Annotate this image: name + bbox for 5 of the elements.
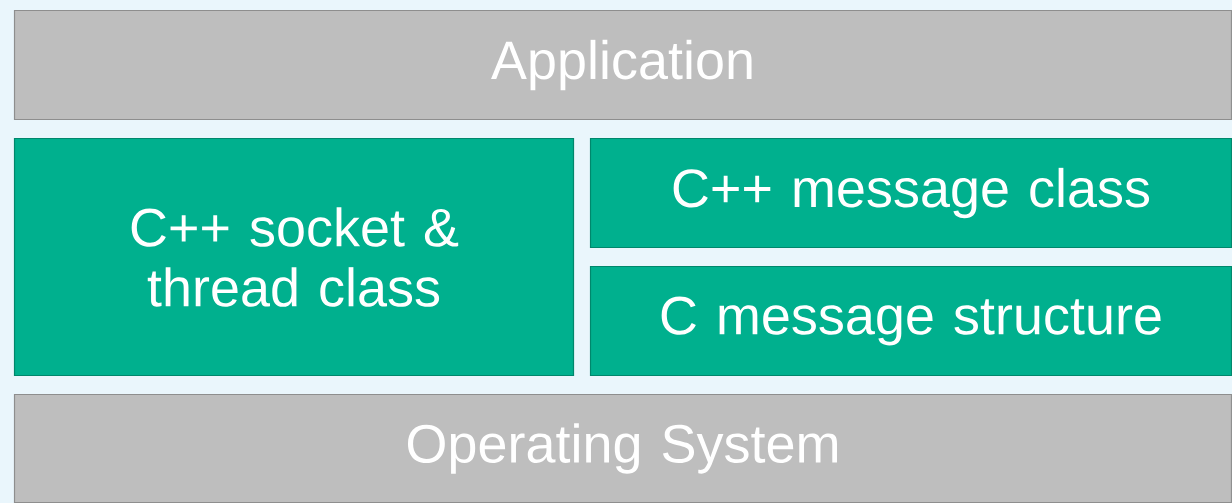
layer-box: Operating System — [13, 393, 1232, 503]
component-box: C message structure — [589, 265, 1232, 377]
component-box: C++ socket & thread class — [13, 137, 575, 377]
component-box: C++ message class — [589, 137, 1232, 249]
layer-box: Application — [13, 9, 1232, 121]
